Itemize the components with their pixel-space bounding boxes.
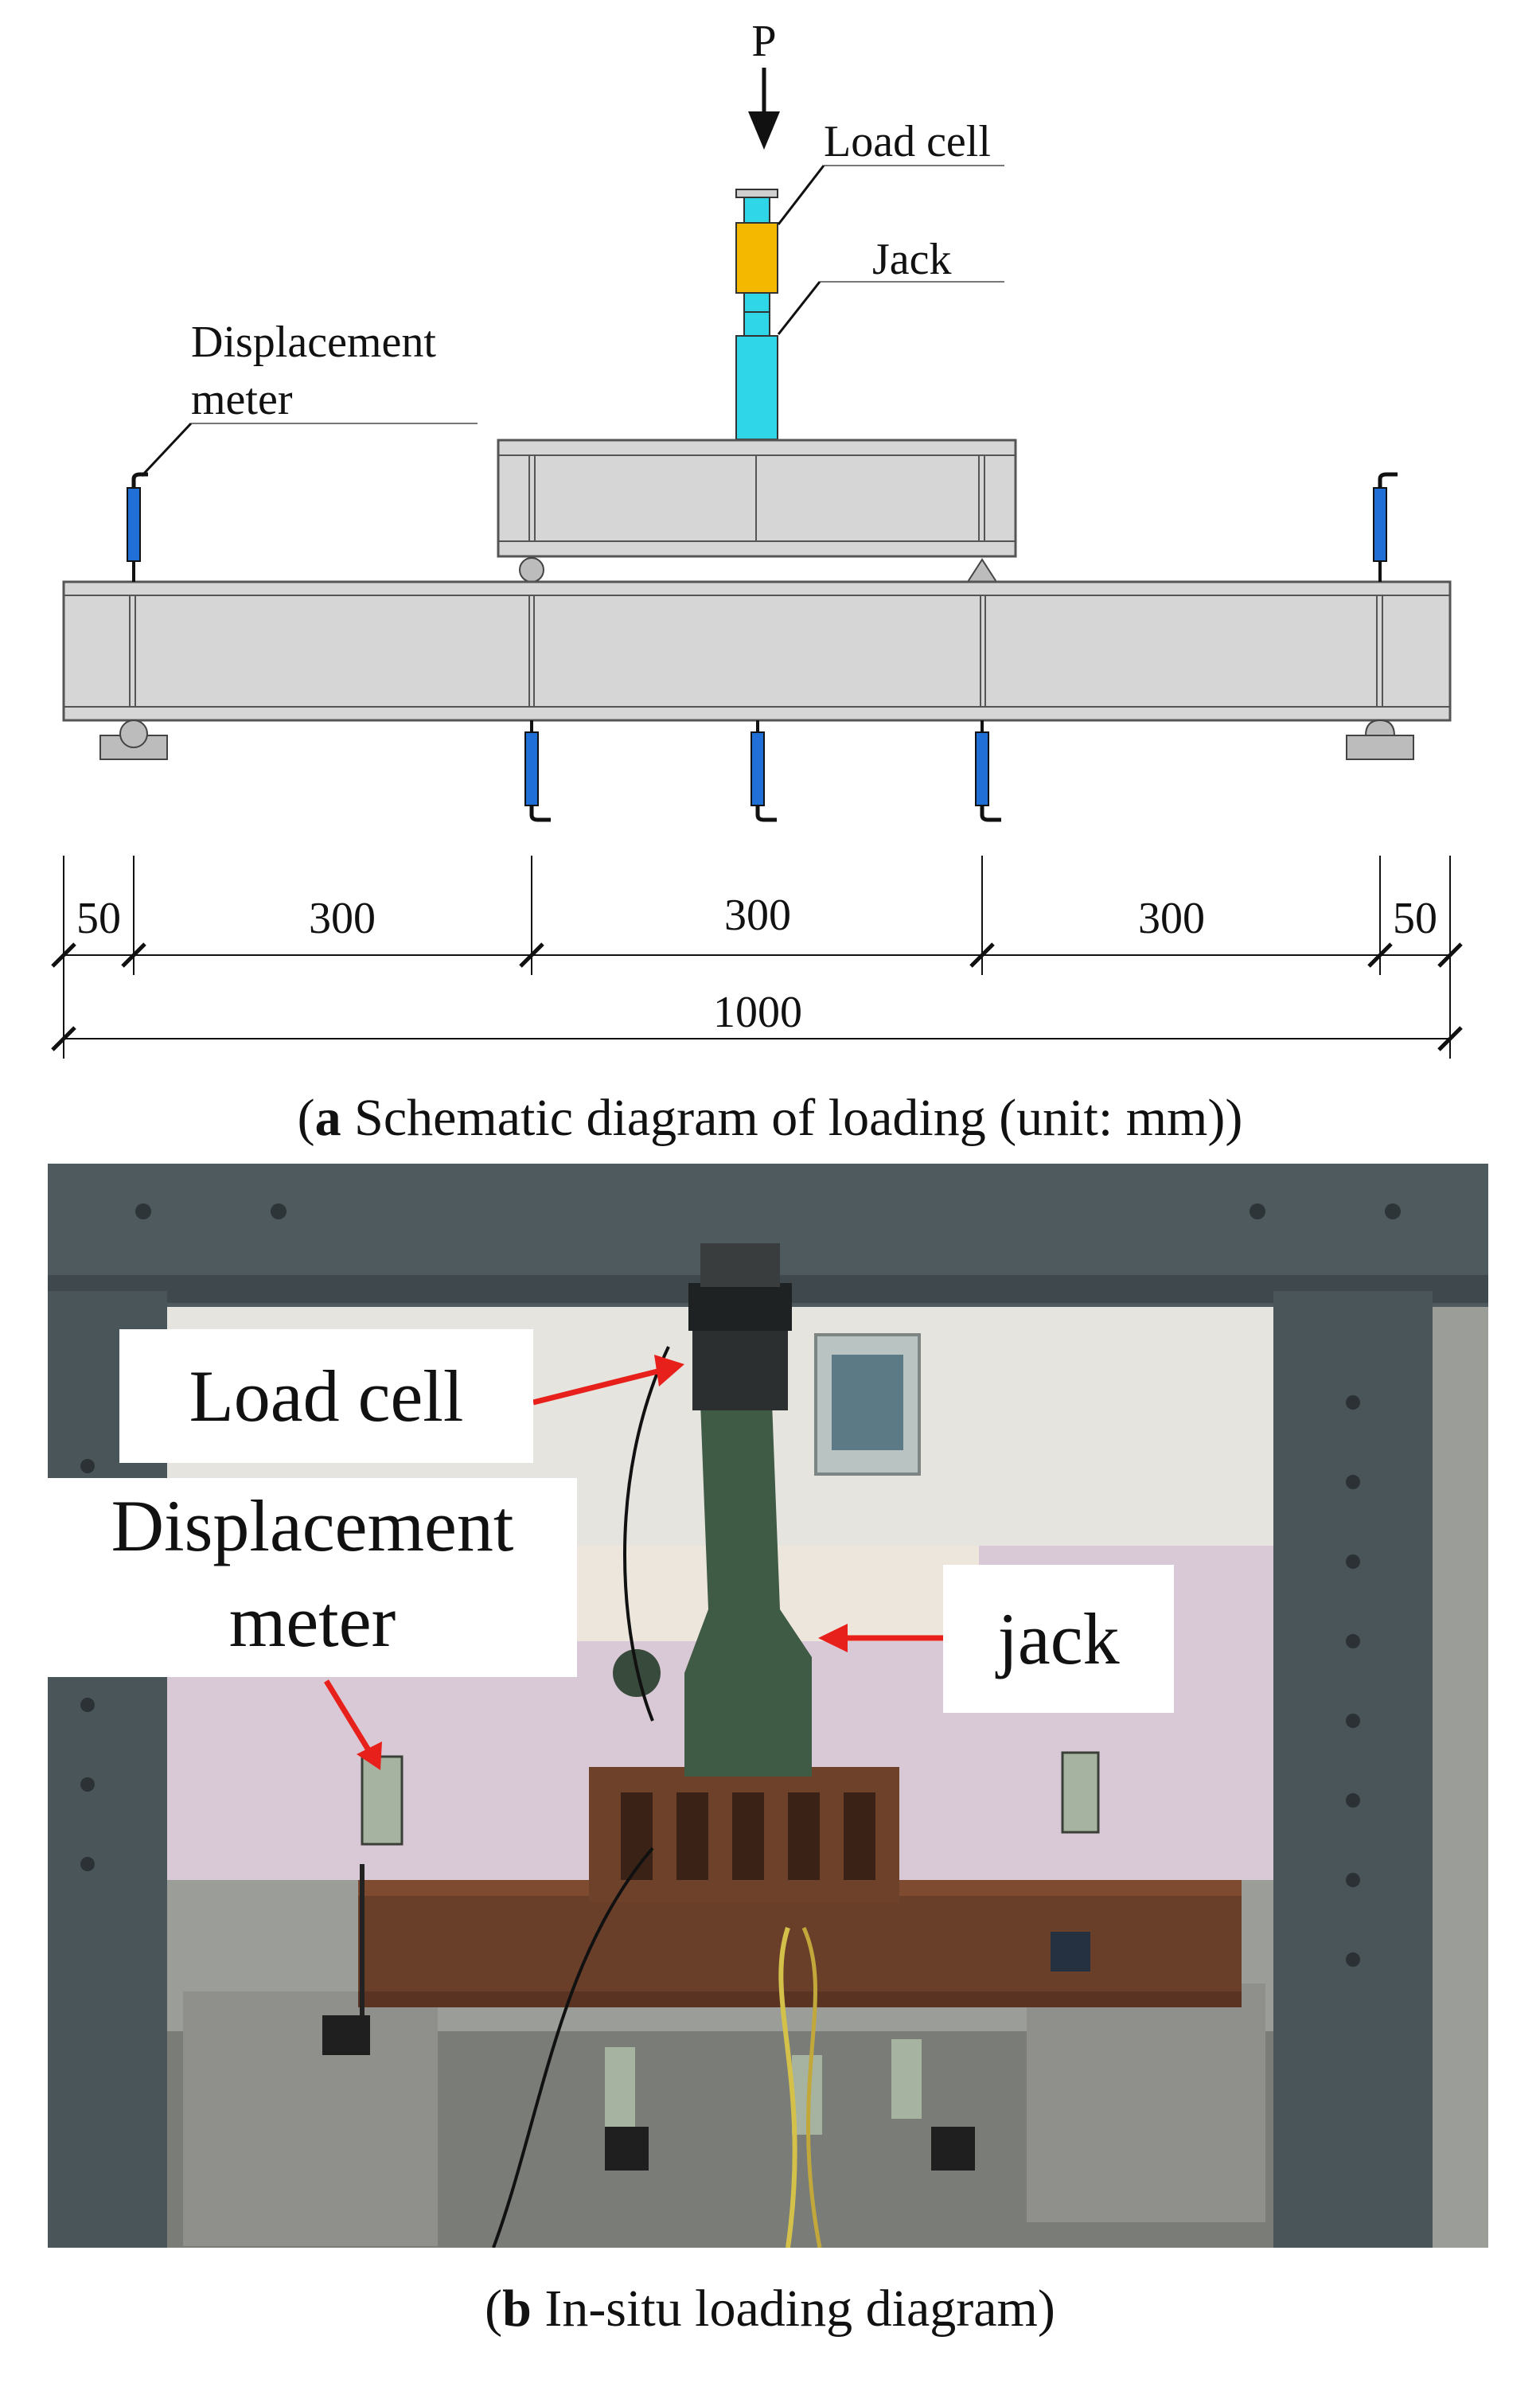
- dimension-segment-2: 300: [309, 894, 376, 943]
- photo-label-displacement-meter: Displacement meter: [48, 1478, 577, 1677]
- jack-leader: [777, 281, 821, 335]
- pin-support-upper: [966, 558, 998, 583]
- dimension-segment-5: 50: [1393, 894, 1437, 943]
- dimension-segment-3: 300: [724, 891, 791, 940]
- test-beam: [62, 580, 1452, 722]
- top-connector: [743, 197, 770, 224]
- label-displacement-meter-1: Displacement: [191, 318, 436, 367]
- photo-scene: [48, 1164, 1488, 2248]
- load-symbol: P: [751, 17, 776, 66]
- loading-schematic: P Load cell Jack Displacement meter: [51, 17, 1463, 1059]
- caption-b-text: In-situ loading diagram: [531, 2280, 1038, 2338]
- photo-label-jack: jack: [943, 1565, 1174, 1713]
- roller-support-upper: [519, 557, 544, 583]
- label-displacement-meter-2: meter: [191, 375, 293, 424]
- load-cell-leader: [777, 165, 825, 225]
- caption-a-letter: a: [314, 1089, 341, 1147]
- arrow-to-displacement-meter: [324, 1679, 382, 1770]
- dimension-segment-1: 50: [76, 894, 121, 943]
- top-plate: [735, 189, 778, 198]
- label-load-cell: Load cell: [824, 117, 991, 166]
- displacement-meter-top-left: [127, 472, 148, 582]
- dimension-total: 1000: [713, 988, 802, 1037]
- displacement-meter-top-right: [1373, 472, 1398, 582]
- dimension-ticks: [51, 942, 1463, 1051]
- right-support-base: [1346, 735, 1414, 760]
- displacement-meter-bottom-3: [975, 720, 1001, 822]
- displacement-meter-bottom-1: [524, 720, 551, 822]
- photo-label-displacement-meter-1: Displacement: [111, 1485, 514, 1566]
- jack-rod: [743, 292, 770, 337]
- photo-label-load-cell: Load cell: [119, 1329, 533, 1463]
- arrow-to-load-cell: [532, 1355, 684, 1406]
- right-support-pin: [1364, 719, 1396, 736]
- caption-b-letter: b: [502, 2280, 532, 2338]
- dimension-segment-4: 300: [1138, 894, 1205, 943]
- load-arrow-head: [748, 111, 780, 150]
- label-jack: Jack: [872, 235, 952, 284]
- caption-b: (b In-situ loading diagram): [485, 2280, 1055, 2338]
- caption-a: (a Schematic diagram of loading (unit: m…: [297, 1089, 1243, 1147]
- jack-body: [735, 335, 778, 440]
- left-support-roller: [119, 720, 148, 748]
- photo-label-displacement-meter-2: meter: [228, 1581, 396, 1662]
- caption-a-text: Schematic diagram of loading (unit: mm): [341, 1089, 1226, 1147]
- displacement-meter-bottom-2: [751, 720, 777, 822]
- load-cell-block: [735, 222, 778, 294]
- meter-leader: [140, 422, 193, 478]
- in-situ-photo: Load cell Displacement meter jack: [48, 1164, 1488, 2248]
